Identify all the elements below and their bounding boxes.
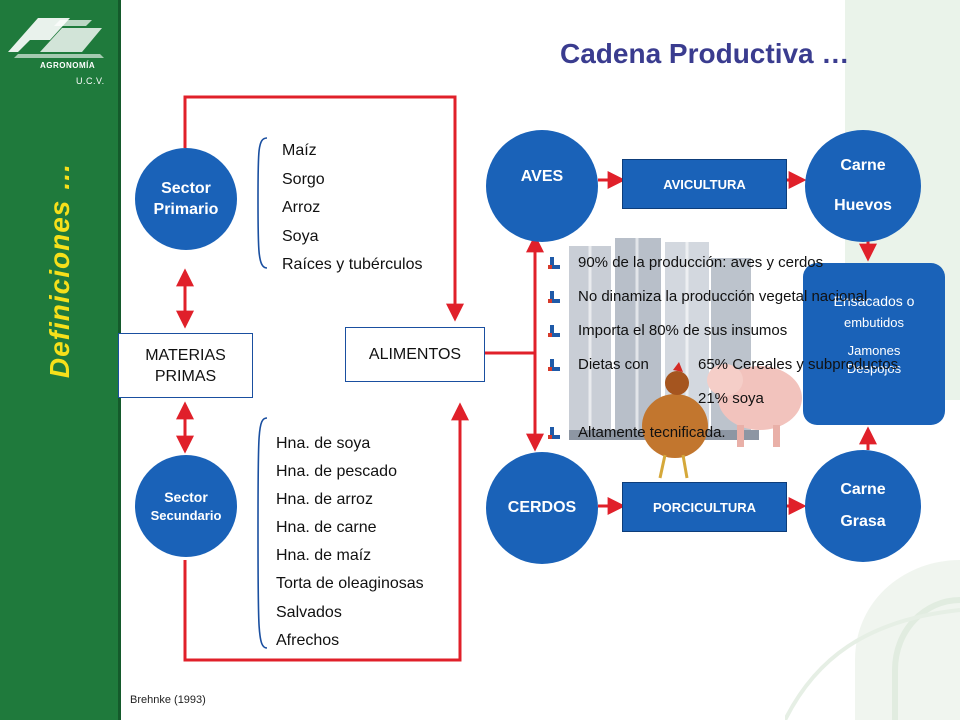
list-item: Raíces y tubérculos [282,256,423,274]
bullet-icon [548,257,560,269]
list-item: Dietas con 65% Cereales y subproductos [548,352,898,386]
list-item: Arroz [282,199,321,217]
sector-secundario-node: Sector Secundario [135,455,237,557]
agronomia-logo-icon [8,18,104,58]
bullet-icon [548,325,560,337]
carne-grasa-label-2: Grasa [840,513,886,530]
list-item: Afrechos [276,631,340,649]
fact-text: Dietas con [578,356,649,373]
reference-citation: Brehnke (1993) [130,694,206,706]
fact-text: 90% de la producción: aves y cerdos [578,254,824,271]
list-item: Hna. de maíz [276,547,372,565]
farm-photo-illustration [569,238,802,479]
avicultura-box: AVICULTURA [622,159,787,209]
cerdos-label: CERDOS [507,499,577,516]
aves-label: AVES [520,168,564,185]
materias-primas-label: MATERIAS PRIMAS [145,346,226,385]
sector-primario-label: Sector Primario [153,180,219,218]
fact-text: No dinamiza la producción vegetal nacion… [578,288,868,305]
carne-grasa-node: Carne Grasa [805,450,921,562]
sector-secundario-label-2: Secundario [150,508,222,523]
sidebar [0,0,118,720]
list-item: Hna. de arroz [276,491,373,509]
list-item: 90% de la producción: aves y cerdos [548,250,867,284]
fact-text: Altamente tecnificada. [578,424,726,441]
list-item: Maíz [282,142,317,159]
diet-line-2: 21% soya [698,390,764,407]
carne-huevos-node: Carne Huevos [805,130,921,242]
list-item: Importa el 80% de sus insumos [548,318,867,352]
aves-node: AVES [486,130,598,242]
embutidos-line-3: Jamones [847,343,901,358]
embutidos-line-2: embutidos [844,315,904,330]
fact-text: Importa el 80% de sus insumos [578,322,788,339]
embutidos-line-1: Ensacados o [833,293,915,309]
carne-huevos-label-2: Huevos [834,197,892,214]
carne-grasa-label-1: Carne [840,481,886,498]
page-title: Cadena Productiva … [560,38,850,69]
porcicultura-box: PORCICULTURA [622,482,787,532]
list-item: Altamente tecnificada. [548,420,867,454]
embutidos-box: Ensacados o embutidos Jamones Despojos [803,263,945,425]
list-item: 21% soya [548,386,867,420]
list-item: Soya [282,227,319,245]
alimentos-label: ALIMENTOS [368,345,462,363]
cerdos-node: CERDOS [486,452,598,564]
list-item: Hna. de pescado [276,463,397,481]
secondary-products-list: Hna. de soya Hna. de pescado Hna. de arr… [276,430,424,655]
list-item: Hna. de carne [276,519,377,537]
bullet-icon [548,359,560,371]
facts-list: 90% de la producción: aves y cerdos No d… [548,250,898,454]
embutidos-line-4: Despojos [846,361,902,376]
list-item: Hna. de soya [276,435,371,452]
materias-primas-box: MATERIAS PRIMAS [118,333,253,398]
sector-secundario-label-1: Sector [164,489,208,505]
sector-primario-node: Sector Primario [135,148,237,250]
alimentos-box: ALIMENTOS [345,327,485,382]
list-item: No dinamiza la producción vegetal nacion… [548,284,867,318]
primary-products-list: Maíz Sorgo Arroz Soya Raíces y tubérculo… [282,137,423,280]
list-item: Salvados [276,603,342,621]
list-item: Sorgo [282,170,325,188]
diet-line-1: 65% Cereales y subproductos [698,356,899,373]
carne-huevos-label-1: Carne [840,157,886,174]
bullet-icon [548,291,560,303]
bullet-icon [548,427,560,439]
porcicultura-label: PORCICULTURA [652,499,757,515]
logo-subtext: U.C.V. [76,76,105,86]
list-item: Torta de oleaginosas [276,575,424,593]
logo-text: AGRONOMÍA [40,61,96,70]
avicultura-label: AVICULTURA [663,176,746,192]
